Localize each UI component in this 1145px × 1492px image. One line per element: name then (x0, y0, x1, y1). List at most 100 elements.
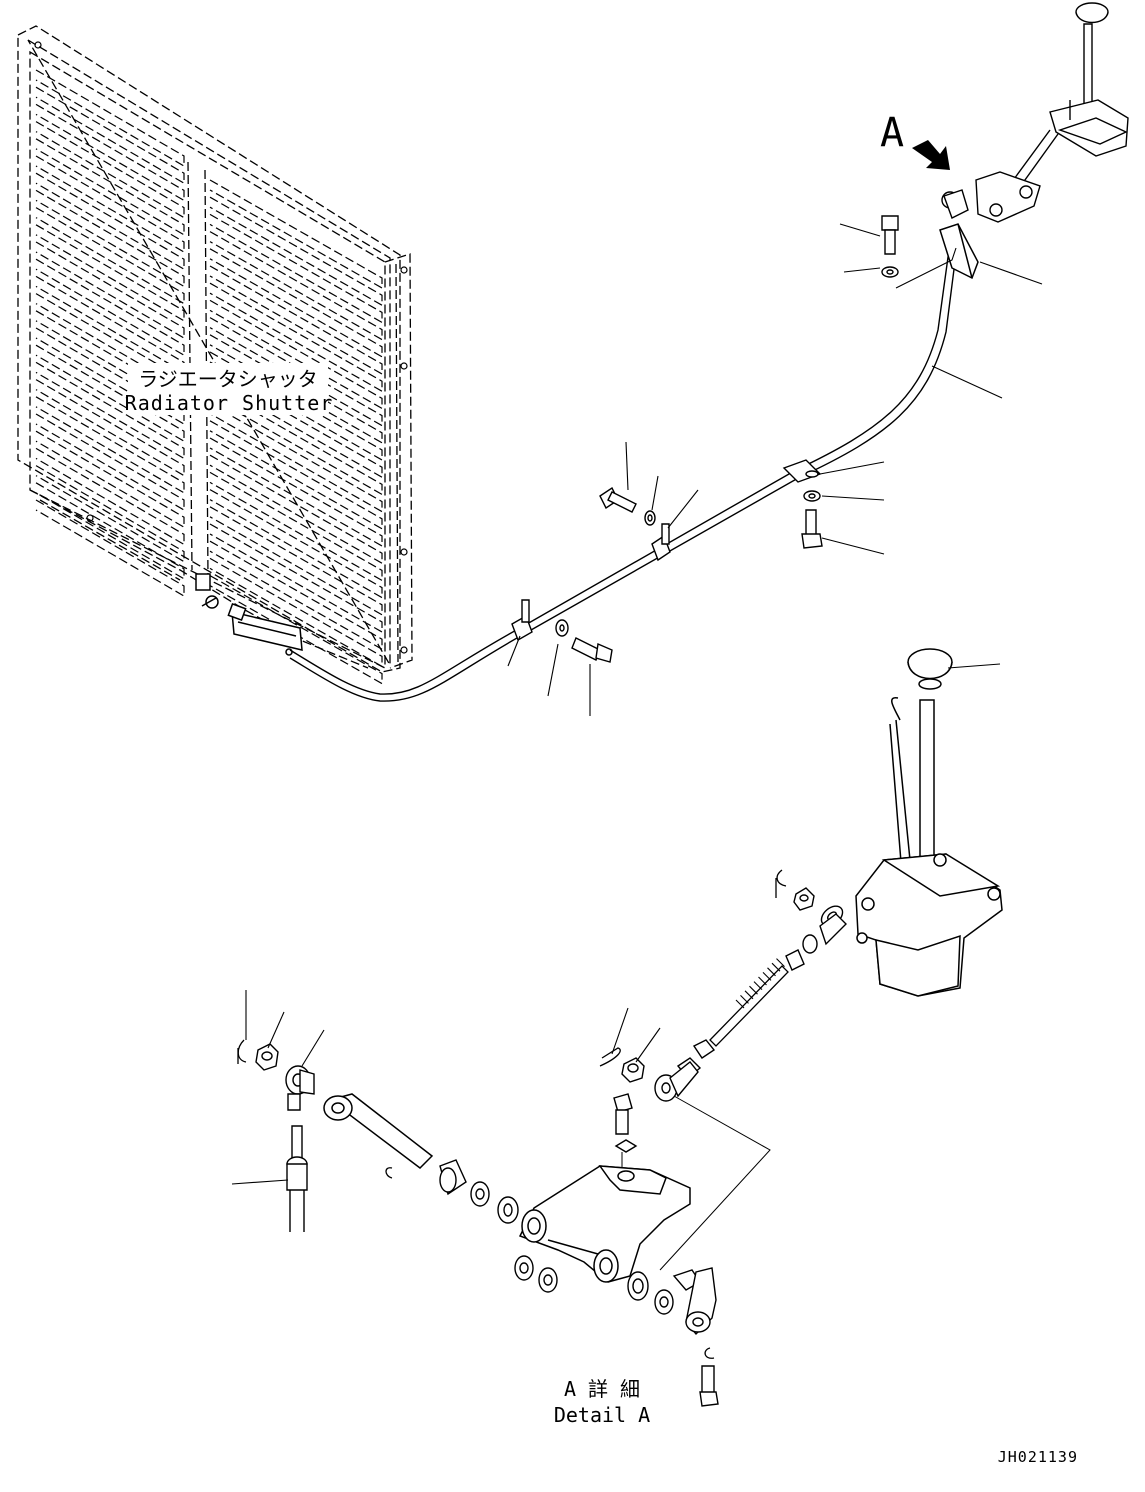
shutter-holes (35, 42, 407, 653)
bolt-4 (882, 216, 898, 254)
thread-mark (750, 986, 758, 994)
louver-slat (36, 225, 184, 321)
shaft (324, 1094, 432, 1168)
louver-slat (36, 362, 184, 458)
rod-threads (736, 959, 785, 1008)
cable-clamp-1 (512, 600, 532, 640)
control-lever-top (942, 3, 1128, 222)
louver-slat (210, 558, 382, 666)
view-arrow-a (912, 140, 950, 170)
louver-slat (210, 472, 382, 580)
leader-connection (660, 1096, 770, 1270)
cable-bracket (940, 224, 978, 278)
louver-slat (210, 249, 382, 357)
lever-bracket (520, 1166, 690, 1282)
control-cable (290, 228, 959, 701)
bolt-3 (802, 510, 822, 548)
louver-slat (36, 122, 184, 218)
louver-slat (210, 369, 382, 477)
louver-slat (36, 173, 184, 269)
retaining-clip (386, 1168, 714, 1359)
thread-mark (754, 982, 762, 990)
control-lever-detail (856, 649, 1002, 996)
louver-slat (36, 70, 184, 166)
louver-slat (36, 242, 184, 338)
detail-label-en: Detail A (554, 1403, 650, 1427)
cotter-pin-3 (600, 1048, 620, 1066)
louver-slat (210, 180, 382, 288)
rod-end-lower (655, 1040, 714, 1101)
nut-1 (794, 888, 814, 910)
louver-slat (36, 190, 184, 286)
cable-rod-end (286, 1066, 314, 1232)
bolt-5 (614, 1094, 632, 1134)
thread-mark (772, 963, 780, 971)
detail-label-jp: A 詳 細 (564, 1377, 640, 1401)
louver-slat (36, 380, 184, 476)
louver-slat (210, 438, 382, 546)
washer-3 (804, 491, 820, 501)
louver-slat (210, 266, 382, 374)
louver-slat (36, 431, 184, 527)
louver-slat (210, 283, 382, 391)
louver-slat (36, 397, 184, 493)
shutter-lever-link (196, 574, 302, 655)
louver-slat (36, 414, 184, 510)
label-background (128, 363, 328, 415)
louver-slat (36, 104, 184, 200)
thread-mark (759, 977, 767, 985)
louver-slat (210, 507, 382, 615)
louver-slat (36, 448, 184, 544)
washer-7 (498, 1197, 518, 1223)
cable-clamp-3 (784, 460, 820, 482)
lever-arm (674, 1268, 716, 1334)
nut-2 (256, 1044, 278, 1070)
washer-10 (655, 1290, 673, 1314)
rod-end-upper (786, 902, 846, 970)
washer-1 (645, 511, 655, 525)
thread-mark (768, 968, 776, 976)
bushing-1 (440, 1160, 466, 1194)
bolt-6 (700, 1366, 718, 1406)
louver-slat (210, 214, 382, 322)
thread-mark (777, 959, 785, 967)
washer-6 (471, 1182, 489, 1206)
bolt-1 (600, 488, 636, 512)
louvers-left (36, 70, 184, 596)
louver-slat (36, 156, 184, 252)
thread-mark (745, 991, 753, 999)
louver-slat (210, 490, 382, 598)
louver-slat (36, 328, 184, 424)
louver-slat (210, 232, 382, 340)
louver-slat (36, 259, 184, 355)
louver-slat (36, 276, 184, 372)
louver-slat (210, 300, 382, 408)
louver-slat (36, 345, 184, 441)
louver-slat (210, 197, 382, 305)
louver-slat (210, 455, 382, 563)
louver-slat (36, 139, 184, 235)
radiator-shutter (18, 26, 412, 672)
louver-slat (36, 466, 184, 562)
cable-clamp-2 (652, 524, 670, 560)
cotter-pin-2 (238, 1040, 246, 1064)
louver-slat (36, 483, 184, 579)
radiator-shutter-label-en: Radiator Shutter (125, 391, 334, 415)
washer-2 (556, 620, 568, 636)
leader-lines (232, 224, 1042, 1184)
thread-mark (736, 1000, 744, 1008)
nut-3 (622, 1058, 644, 1082)
louver-slat (210, 404, 382, 512)
view-letter-a: A (880, 110, 904, 156)
thread-mark (763, 972, 771, 980)
louver-slat (210, 541, 382, 649)
louver-slat (36, 208, 184, 304)
washer-4 (882, 267, 898, 277)
louver-slat (210, 524, 382, 632)
washer-5 (616, 1140, 636, 1152)
radiator-shutter-label-jp: ラジエータシャッタ (138, 367, 318, 391)
louver-slat (210, 386, 382, 494)
bolt-2 (572, 638, 612, 662)
thread-mark (741, 995, 749, 1003)
